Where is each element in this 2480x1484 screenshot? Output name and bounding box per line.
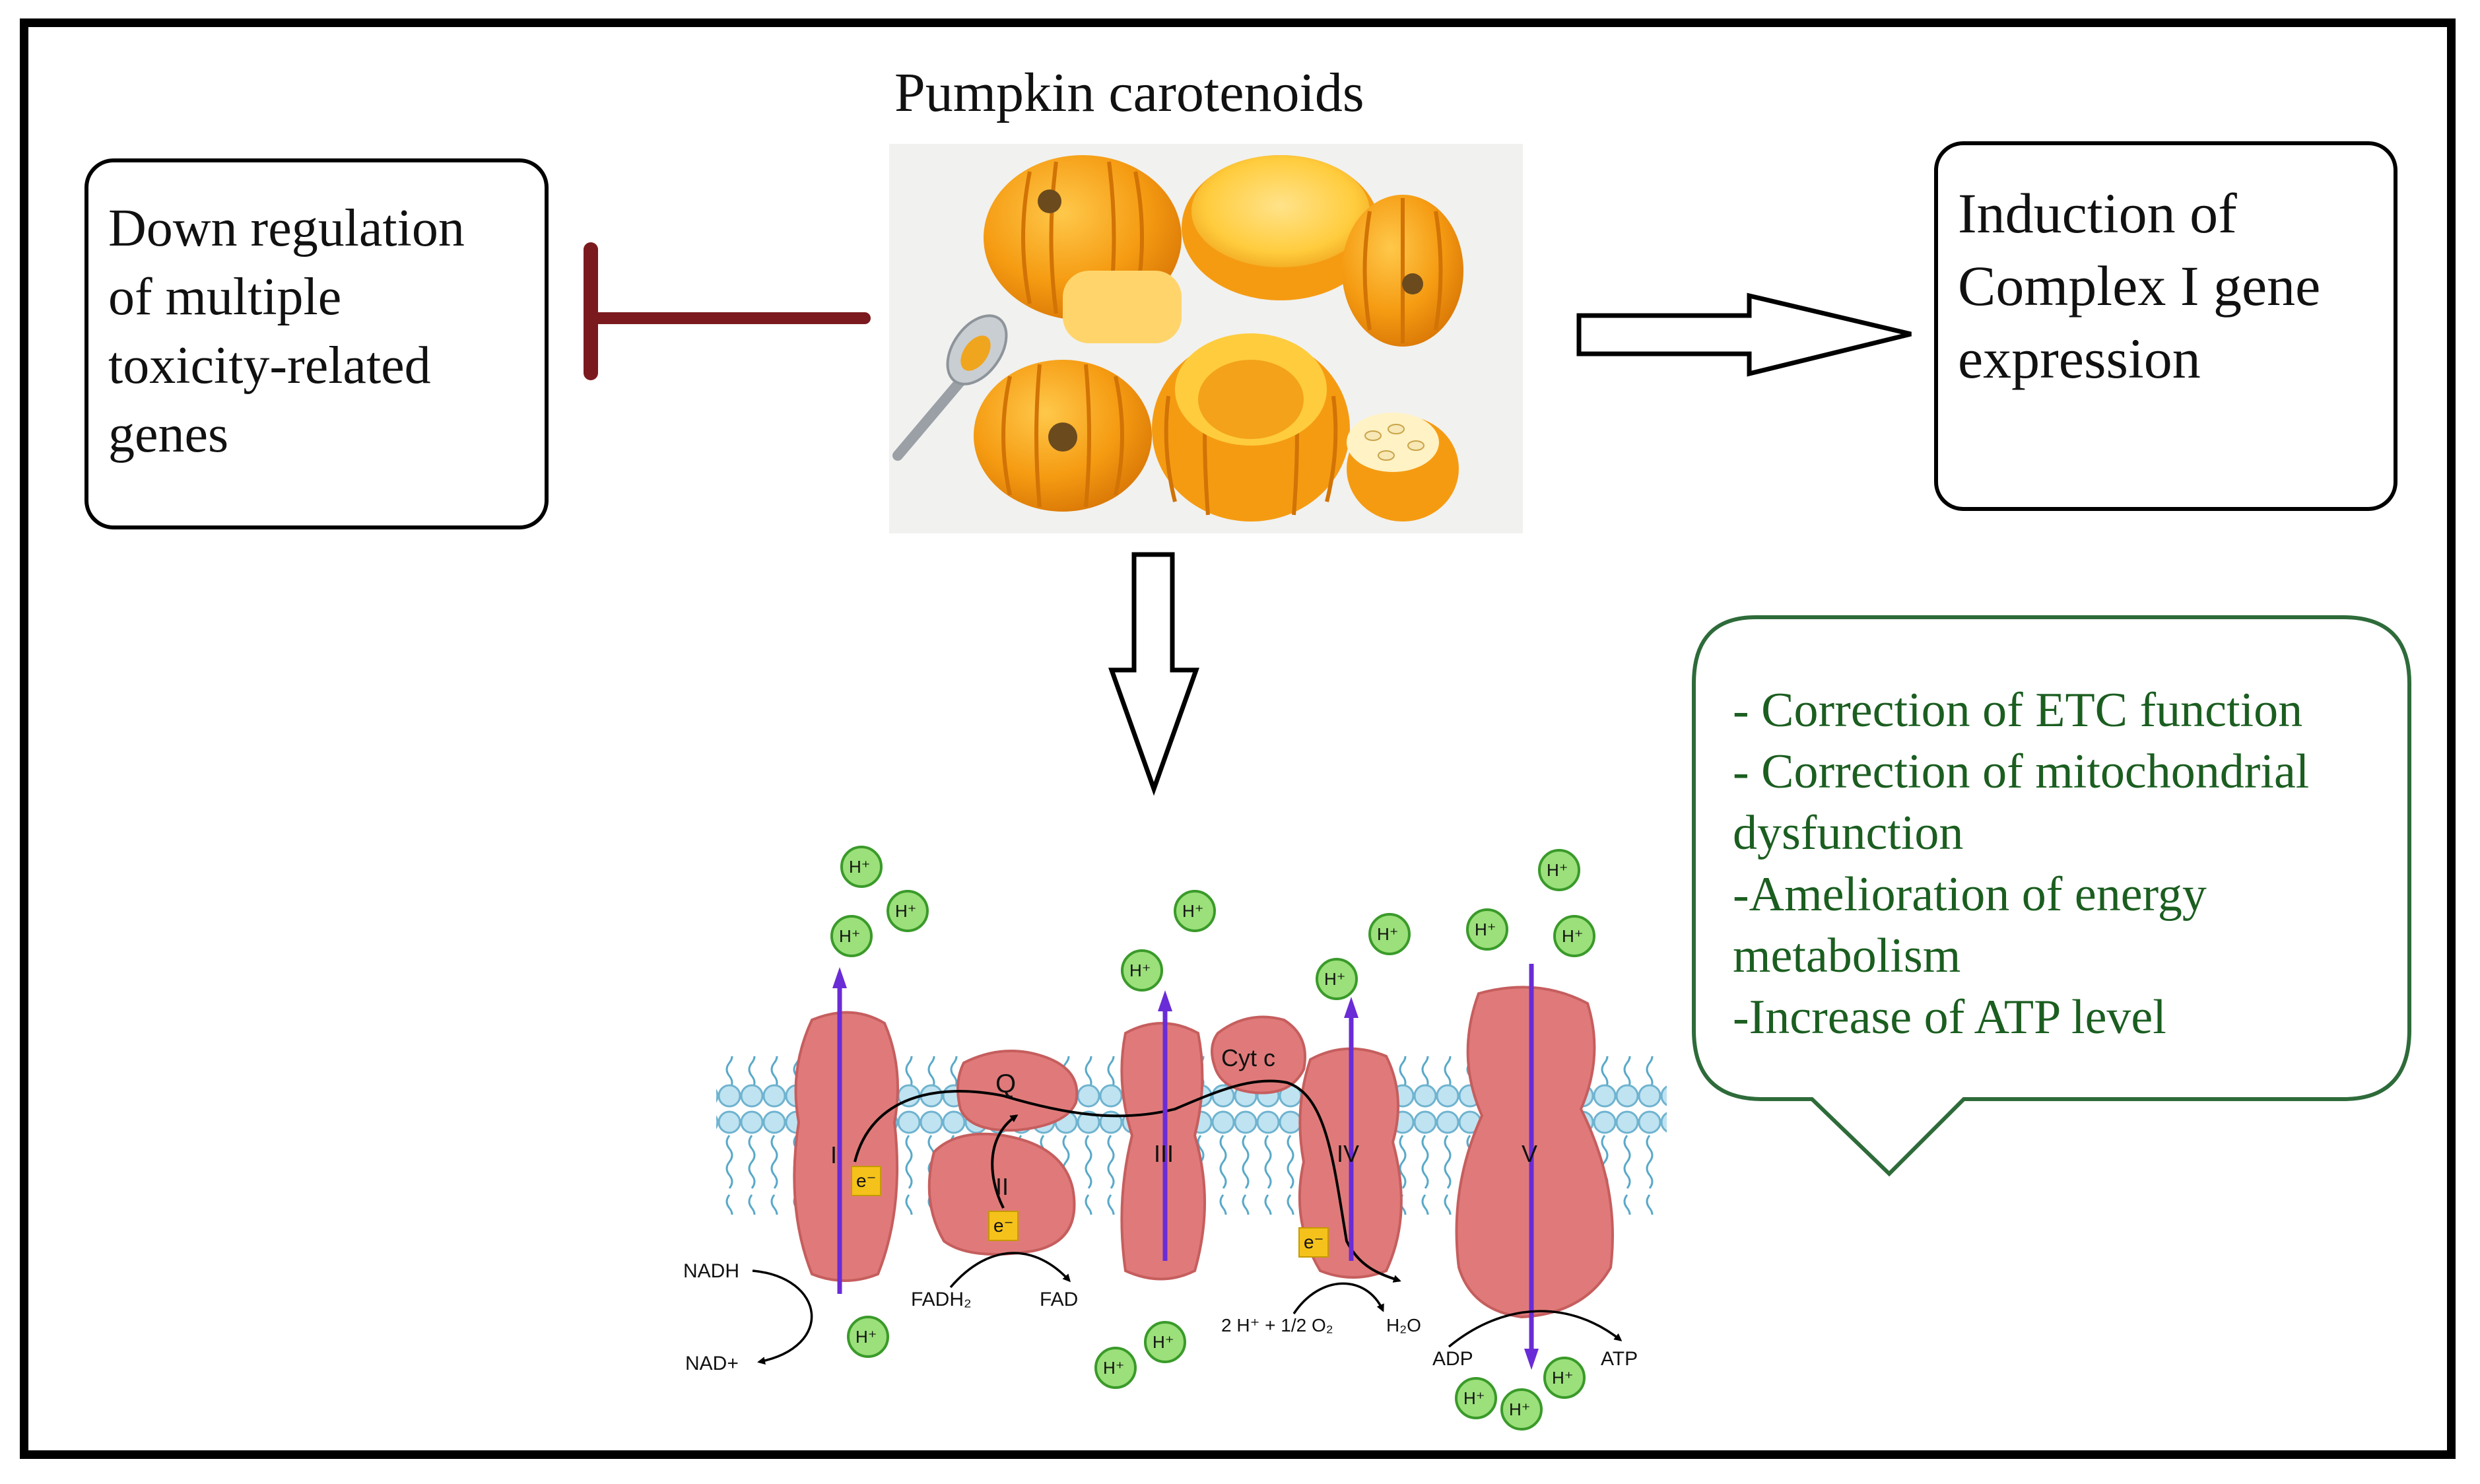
left-line-1: Down regulation	[108, 199, 465, 257]
effect-line-5: metabolism	[1733, 929, 1961, 983]
pumpkin-top-middle	[1182, 155, 1380, 300]
oxygen-label: 2 H⁺ + 1/2 O₂	[1221, 1315, 1333, 1335]
electron-badge-iv: e⁻	[1298, 1227, 1329, 1258]
proton-label: H⁺	[895, 901, 917, 921]
electron-label-i: e⁻	[856, 1170, 876, 1191]
effect-line-2: - Correction of mitochondrial	[1733, 745, 2310, 799]
left-line-4: genes	[108, 405, 229, 463]
pumpkin-bottom-left	[974, 360, 1152, 512]
effects-bubble	[1692, 615, 2411, 1177]
proton-icon	[1500, 1388, 1543, 1431]
proton-label: H⁺	[1552, 1368, 1574, 1388]
q-label: Q	[995, 1069, 1016, 1098]
electron-badge-i: e⁻	[851, 1166, 881, 1196]
fad-label: FAD	[1040, 1289, 1078, 1310]
water-label: H₂O	[1386, 1315, 1421, 1335]
down-regulation-text: Down regulation of multiple toxicity-rel…	[108, 194, 465, 469]
proton-icon	[1466, 908, 1508, 951]
right-line-1: Induction of	[1958, 182, 2237, 245]
proton-label: H⁺	[855, 1327, 877, 1347]
electron-path-ii	[991, 1114, 1019, 1209]
proton-icon	[1538, 849, 1580, 891]
proton-label: H⁺	[849, 857, 871, 877]
proton-icon	[1543, 1357, 1586, 1399]
proton-icon	[1174, 890, 1216, 932]
right-line-3: expression	[1958, 327, 2201, 390]
proton-icon	[830, 915, 873, 957]
complex-i-induction-text: Induction of Complex I gene expression	[1958, 177, 2320, 395]
left-line-2: of multiple	[108, 268, 342, 326]
electron-path	[854, 1079, 1401, 1283]
left-line-3: toxicity-related	[108, 337, 431, 395]
complex-i-shape	[793, 1011, 899, 1282]
proton-label: H⁺	[1377, 924, 1399, 944]
proton-icon	[1368, 913, 1411, 955]
right-line-2: Complex I gene	[1958, 254, 2321, 318]
fadh2-label: FADH₂	[911, 1289, 972, 1310]
down-regulation-box: Down regulation of multiple toxicity-rel…	[84, 158, 549, 529]
water-arrow	[1292, 1282, 1384, 1314]
pumpkin-photo	[889, 144, 1523, 533]
proton-label: H⁺	[1547, 860, 1568, 880]
complex-iii-label: III	[1154, 1140, 1174, 1167]
proton-label: H⁺	[1324, 969, 1346, 989]
nadh-label: NADH	[683, 1260, 739, 1282]
complex-v-label: V	[1522, 1140, 1537, 1167]
electron-label-ii: e⁻	[993, 1215, 1013, 1236]
proton-label: H⁺	[1463, 1388, 1485, 1408]
electron-badge-ii: e⁻	[988, 1211, 1019, 1241]
complex-v-shape	[1455, 986, 1614, 1319]
fadh2-arrow	[949, 1252, 1071, 1289]
proton-icon	[887, 890, 929, 932]
pumpkin-top-left	[984, 155, 1182, 343]
spoon-image	[892, 314, 1008, 461]
proton-icon	[1455, 1377, 1497, 1419]
pumpkin-top-right	[1342, 195, 1463, 347]
proton-label: H⁺	[1103, 1358, 1125, 1378]
proton-label: H⁺	[1182, 901, 1204, 921]
effect-line-3: dysfunction	[1733, 806, 1964, 860]
proton-icon	[1144, 1321, 1186, 1363]
proton-group: H⁺ H⁺ H⁺ H⁺ H⁺ H⁺ H⁺ H⁺ H⁺ H⁺ H⁺ H⁺ H⁺ H⁺ H⁺ H⁺	[830, 846, 1595, 1431]
cyt-c-label: Cyt c	[1221, 1044, 1275, 1071]
proton-label: H⁺	[839, 926, 861, 946]
down-arrow	[1108, 552, 1199, 796]
complex-ii-shape	[927, 1132, 1076, 1256]
proton-label: H⁺	[1562, 926, 1584, 946]
proton-icon	[1094, 1347, 1137, 1389]
complex-i-label: I	[830, 1141, 837, 1168]
adp-label: ADP	[1432, 1348, 1473, 1370]
complex-iv-label: IV	[1337, 1140, 1359, 1167]
proton-icon	[847, 1316, 889, 1358]
proton-icon	[1553, 915, 1595, 957]
electron-transport-chain: I II III IV V Q Cyt c e⁻ e⁻ e⁻ NADH NAD+…	[683, 846, 1667, 1431]
proton-label: H⁺	[1509, 1400, 1531, 1419]
q-carrier-shape	[956, 1050, 1079, 1132]
pumpkin-bottom-middle	[1152, 333, 1350, 522]
proton-icon	[1121, 949, 1163, 992]
complex-ii-label: II	[995, 1173, 1009, 1200]
figure-frame	[20, 18, 2456, 1459]
effects-list: - Correction of ETC function - Correctio…	[1733, 680, 2393, 1048]
effect-line-4: -Amelioration of energy	[1733, 867, 2207, 922]
effect-line-1: - Correction of ETC function	[1733, 683, 2303, 737]
inhibition-arrow	[584, 242, 871, 380]
proton-label: H⁺	[1129, 961, 1151, 980]
pumpkin-title: Pumpkin carotenoids	[894, 62, 1364, 123]
proton-label: H⁺	[1475, 920, 1496, 939]
electron-label-iv: e⁻	[1304, 1232, 1324, 1252]
proton-icon	[840, 846, 883, 888]
nad-label: NAD+	[685, 1353, 739, 1374]
effect-line-6: -Increase of ATP level	[1733, 990, 2166, 1044]
proton-icon	[1316, 958, 1358, 1000]
pumpkin-seeds-piece	[1347, 413, 1459, 522]
induction-arrow	[1576, 292, 1912, 377]
atp-arrow	[1448, 1310, 1623, 1348]
atp-label: ATP	[1601, 1348, 1638, 1370]
nadh-arrow	[752, 1269, 813, 1365]
proton-label: H⁺	[1153, 1332, 1174, 1352]
complex-i-induction-box: Induction of Complex I gene expression	[1934, 141, 2397, 511]
